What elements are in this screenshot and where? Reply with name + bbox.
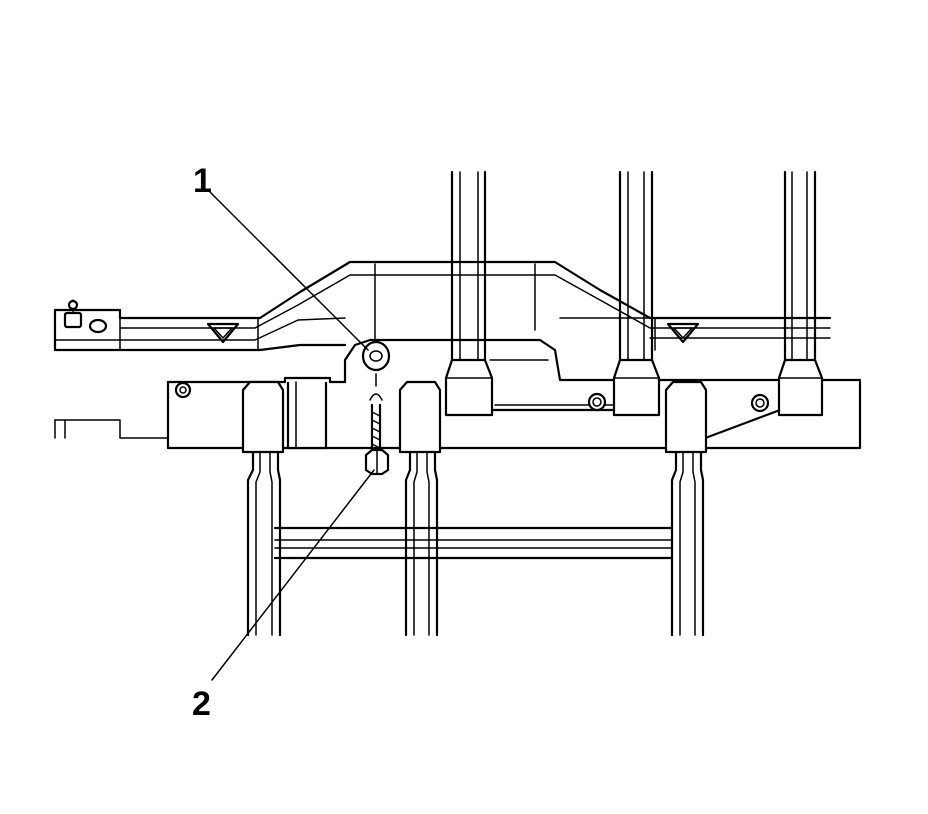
bracket-bolt-left (174, 381, 192, 399)
callout-1: 1 (193, 162, 212, 200)
lower-crossbar (273, 526, 674, 560)
callout-2: 2 (192, 685, 211, 723)
bracket-bolt-center (587, 392, 607, 412)
lower-tube-1 (241, 380, 285, 637)
lower-tube-2 (398, 380, 442, 637)
upper-tube-3 (777, 170, 824, 417)
bolt-fastener (364, 373, 390, 476)
upper-tube-1 (444, 170, 494, 417)
upper-tube-2 (612, 170, 661, 417)
rail-stud (63, 299, 108, 334)
leader-line-1 (209, 191, 369, 351)
nut-fastener (361, 340, 391, 401)
upper-frame-rail (53, 260, 832, 352)
leader-line-2 (211, 469, 375, 681)
bracket-bolt-right (750, 393, 770, 413)
lower-tube-3 (664, 380, 708, 637)
alignment-mark-right (666, 322, 700, 344)
mount-block (286, 381, 328, 450)
alignment-mark-left (206, 322, 240, 344)
